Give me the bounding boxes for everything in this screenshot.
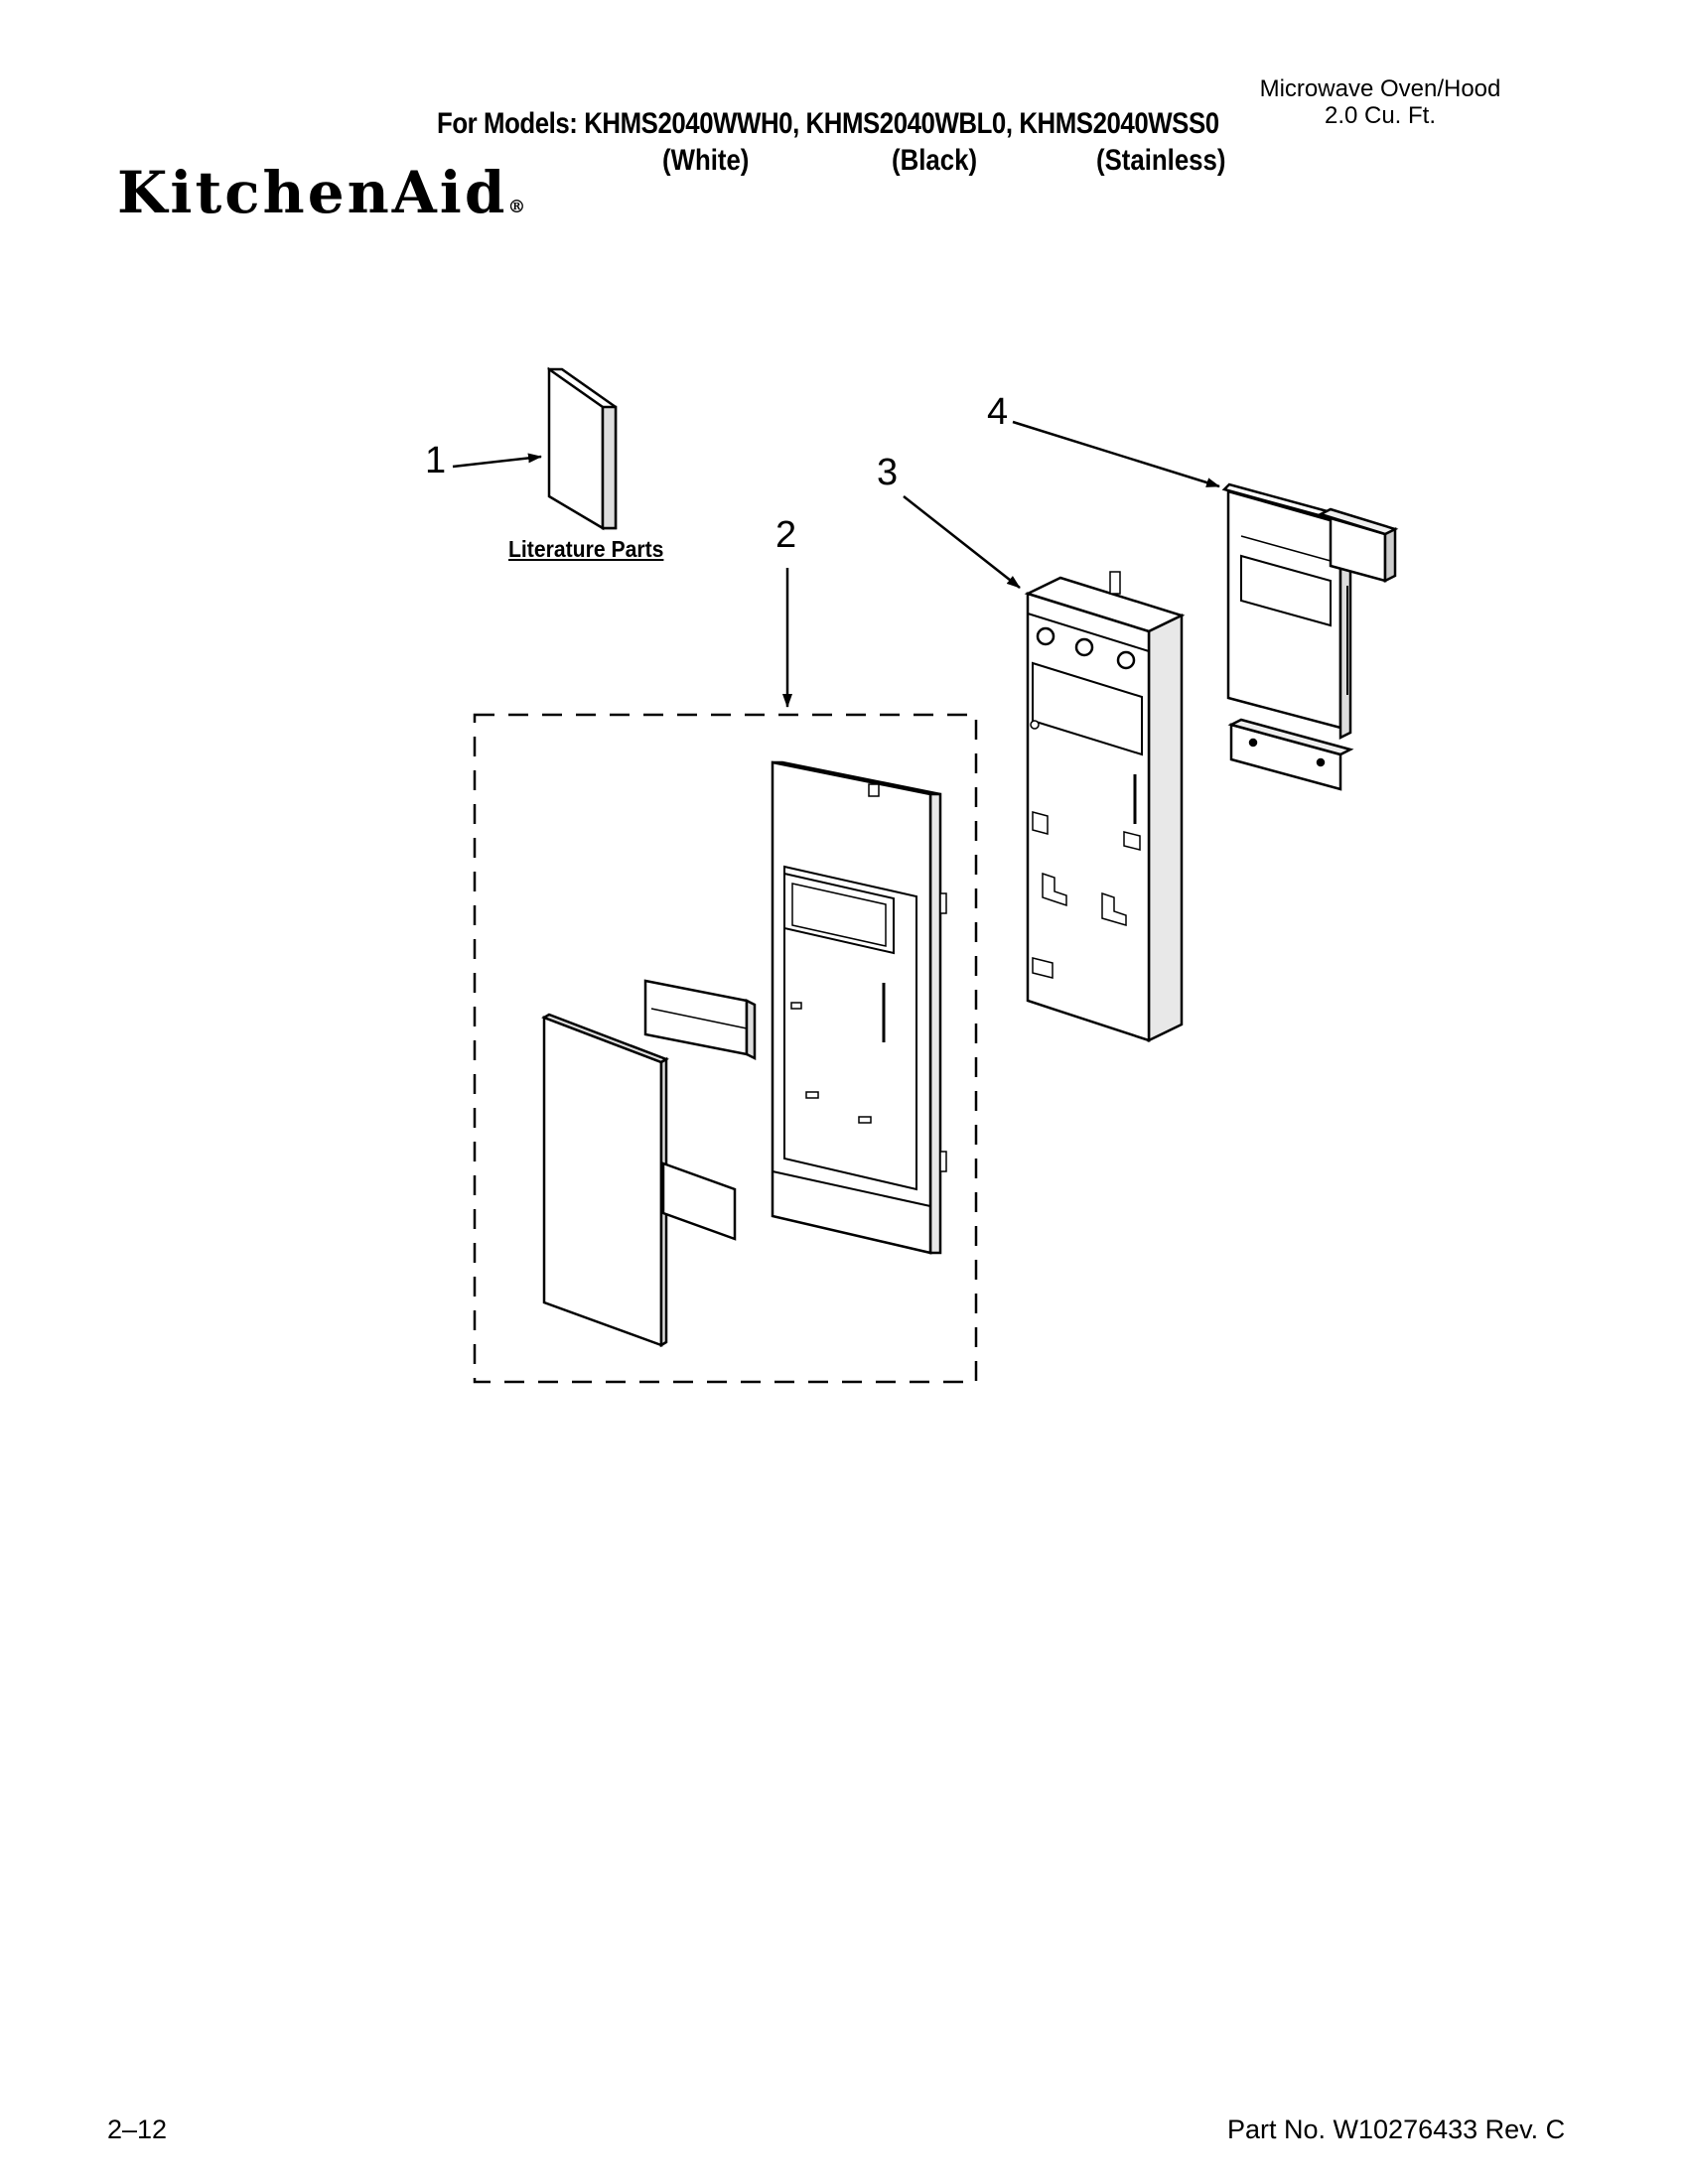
leader-arrow-3 <box>903 495 1021 589</box>
control-panel-frame <box>771 760 947 1255</box>
callout-2: 2 <box>775 514 797 556</box>
variant-black: (Black) <box>892 144 978 177</box>
product-description: Microwave Oven/Hood 2.0 Cu. Ft. <box>1231 75 1529 129</box>
callout-1: 1 <box>425 440 447 481</box>
brand-name: KitchenAid <box>117 159 508 226</box>
page-number: 2–12 <box>107 2115 168 2144</box>
control-panel-bracket <box>1024 571 1186 1042</box>
product-type: Microwave Oven/Hood <box>1259 75 1501 102</box>
literature-parts-booklet <box>547 366 618 531</box>
models-heading: For Models: KHMS2040WWH0, KHMS2040WBL0, … <box>437 107 1219 140</box>
control-board-assembly <box>1221 482 1399 791</box>
keypad-overlay <box>541 1013 669 1348</box>
leader-arrow-1 <box>452 453 542 469</box>
brand-logo: KitchenAid® <box>117 159 525 226</box>
assembly-boundary-box <box>473 713 978 1384</box>
callout-3: 3 <box>877 452 899 493</box>
part-number: Part No. W10276433 Rev. C <box>1227 2115 1566 2144</box>
variant-stainless: (Stainless) <box>1096 144 1226 177</box>
display-window-insert <box>643 979 757 1061</box>
product-capacity: 2.0 Cu. Ft. <box>1324 102 1437 129</box>
variant-white: (White) <box>662 144 750 177</box>
literature-parts-label: Literature Parts <box>508 536 664 562</box>
callout-4: 4 <box>987 391 1009 433</box>
registered-mark: ® <box>507 197 526 217</box>
small-plate <box>661 1161 737 1241</box>
leader-arrow-4 <box>1012 420 1220 488</box>
